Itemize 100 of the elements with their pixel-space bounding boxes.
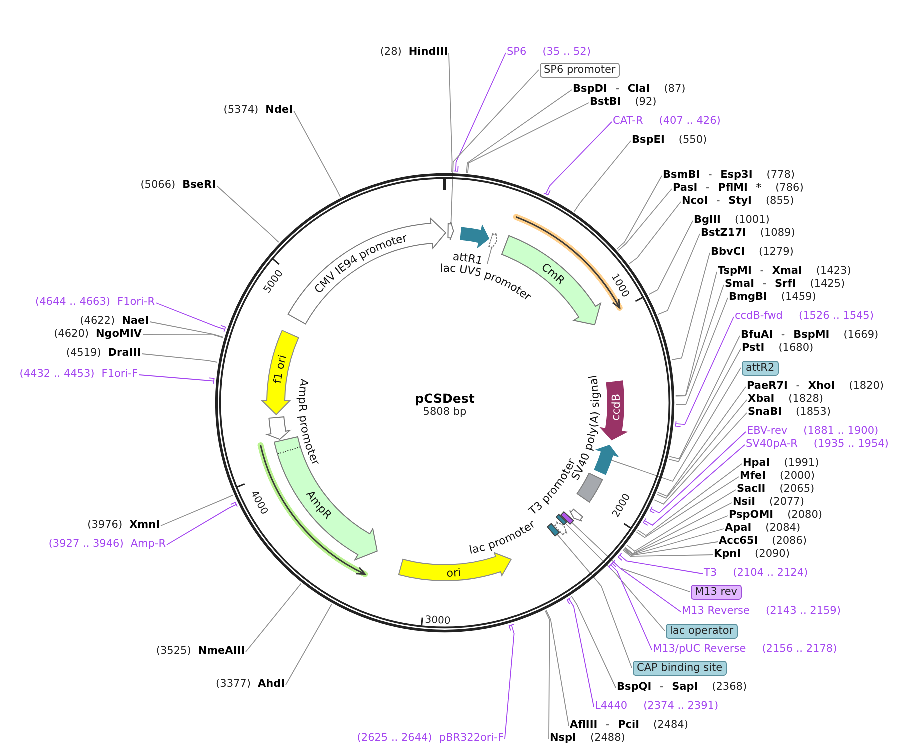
leader-line	[565, 523, 666, 632]
enzyme-name: BglII	[694, 213, 721, 227]
primer-name: F1ori-R	[118, 295, 155, 309]
leader-line	[448, 52, 453, 173]
leader-line	[142, 334, 224, 338]
primer-name: CAT-R	[613, 114, 644, 128]
leader-line	[294, 110, 341, 198]
primer-name: L4440	[595, 699, 628, 713]
cut-position: (2065)	[780, 482, 815, 496]
feature-segment	[488, 232, 498, 250]
feature-segment	[448, 222, 454, 241]
enzyme-name: PspOMI	[729, 508, 774, 522]
feature-tag: SP6 promoter	[540, 62, 620, 78]
cut-position: (4519)	[66, 346, 102, 360]
cut-position: (1001)	[734, 213, 770, 227]
enzyme-name: NaeI	[122, 314, 149, 328]
cut-position: (778)	[766, 168, 795, 182]
cut-position: (1853)	[796, 405, 831, 419]
leader-line	[675, 272, 718, 396]
leader-line	[629, 202, 682, 264]
primer-leader-line	[650, 432, 746, 514]
primer-range: (1935 .. 1954)	[814, 437, 889, 451]
feature-tag: M13 rev	[691, 584, 742, 600]
enzyme-name: AhdI	[258, 677, 285, 691]
enzyme-name: NcoI - StyI	[682, 194, 752, 208]
leader-line	[572, 522, 690, 592]
cut-position: (2000)	[780, 469, 815, 483]
primer-leader-line	[166, 502, 238, 546]
enzyme-name: MfeI	[740, 469, 766, 483]
enzyme-name: BspDI - ClaI	[573, 82, 650, 96]
leader-line	[466, 90, 572, 174]
primer-range: (2143 .. 2159)	[766, 604, 841, 618]
enzyme-name: NspI	[550, 731, 576, 745]
enzyme-name: NsiI	[733, 495, 756, 509]
enzyme-name: PaeR7I - XhoI	[747, 379, 836, 393]
enzyme-name: ApaI	[725, 521, 752, 535]
primer-name: pBR322ori-F	[439, 731, 504, 745]
cut-position: (855)	[766, 194, 794, 208]
leader-line	[610, 368, 742, 482]
cut-position: (1820)	[849, 379, 884, 393]
cut-position: (2077)	[770, 495, 804, 509]
leader-line	[624, 528, 724, 556]
cut-position: (2488)	[590, 731, 626, 745]
cut-position: (1680)	[778, 341, 814, 355]
leader-line	[618, 188, 672, 252]
leader-line	[286, 604, 332, 686]
enzyme-name: BsmBI - Esp3I	[663, 168, 753, 182]
enzyme-name: BstBI	[590, 95, 622, 109]
primer-range: (2104 .. 2124)	[733, 566, 808, 580]
cut-position: (1459)	[781, 290, 816, 304]
plasmid-name: pCSDest	[415, 391, 475, 406]
leader-line	[623, 542, 718, 556]
cut-position: (2084)	[766, 521, 801, 535]
leader-line	[545, 610, 550, 740]
plasmid-size: 5808 bp	[423, 406, 467, 419]
leader-line	[467, 102, 590, 174]
leader-line	[616, 176, 662, 250]
enzyme-name: TspMI - XmaI	[718, 264, 802, 278]
cut-position: (1279)	[758, 245, 794, 259]
primer-range: (3927 .. 3946)	[48, 537, 124, 551]
primer-name: SP6	[507, 45, 527, 59]
leader-line	[654, 412, 748, 505]
cut-position: (5066)	[140, 178, 176, 192]
cut-position: (2080)	[788, 508, 822, 522]
primer-range: (407 .. 426)	[659, 114, 721, 128]
enzyme-name: NgoMIV	[96, 327, 142, 341]
cut-position: (3525)	[156, 644, 192, 658]
leader-line	[636, 476, 740, 538]
cut-position: (1089)	[760, 226, 796, 240]
primer-name: EBV-rev	[747, 424, 788, 438]
enzyme-name: PasI - PflMI*	[673, 181, 762, 195]
cut-position: (2484)	[654, 718, 688, 732]
cut-position: (92)	[635, 95, 657, 109]
tick-label: 3000	[425, 614, 451, 628]
enzyme-name: Acc65I	[719, 534, 758, 548]
enzyme-name: SnaBI	[748, 405, 782, 419]
primer-range: (35 .. 52)	[542, 45, 591, 59]
enzyme-name: HindIII	[408, 45, 448, 59]
enzyme-name: BspEI	[632, 133, 665, 147]
leader-line	[672, 252, 710, 360]
enzyme-name: HpaI	[743, 456, 770, 470]
primer-leader-line	[453, 52, 506, 172]
leader-line	[142, 354, 218, 363]
cut-position: (1828)	[788, 392, 824, 406]
cut-position: (786)	[776, 181, 804, 195]
tick-label: 4000	[248, 489, 270, 517]
cut-position: (1423)	[816, 264, 852, 278]
enzyme-name: PstI	[742, 341, 765, 355]
primer-leader-line	[643, 444, 746, 526]
primer-leader-line	[566, 597, 594, 708]
cut-position: (3976)	[88, 518, 123, 532]
leader-line	[624, 502, 732, 554]
feature-label: f1 ori	[270, 354, 290, 384]
leader-line	[622, 550, 714, 557]
cut-position: (2090)	[755, 547, 790, 561]
primer-leader-line	[608, 562, 652, 650]
cut-position: (2086)	[772, 534, 808, 548]
feature-tag: CAP binding site	[633, 660, 727, 676]
feature-tag: lac operator	[666, 624, 738, 638]
primer-name: ccdB-fwd	[735, 309, 783, 323]
